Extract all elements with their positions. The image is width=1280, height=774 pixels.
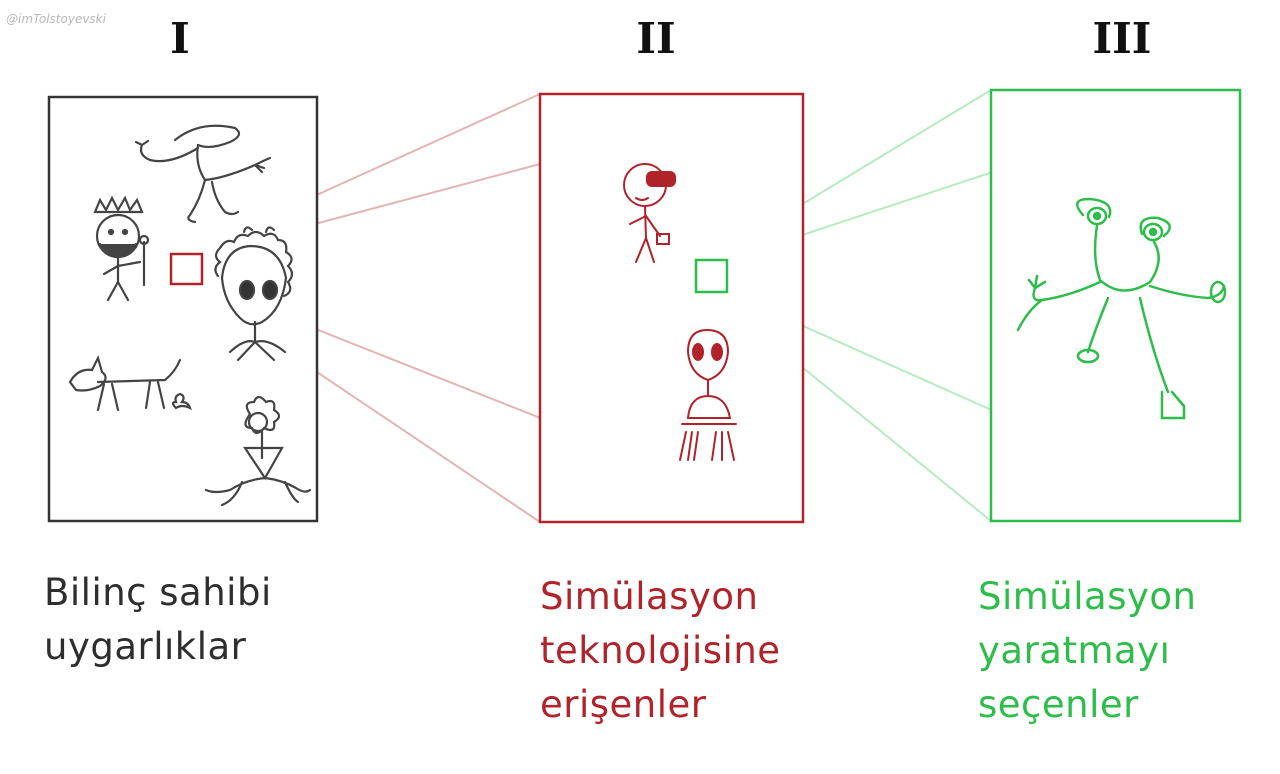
panel-3-doodles: [1016, 197, 1227, 420]
caption-simulation-technology: Simülasyon teknolojisine erişenler: [540, 570, 781, 732]
curly-alien-doodle: [214, 226, 294, 362]
caption-line: uygarlıklar: [44, 625, 247, 668]
flower-pot-doodle: [204, 395, 312, 507]
caption-conscious-civilizations: Bilinç sahibi uygarlıklar: [44, 566, 272, 674]
caption-line: Bilinç sahibi: [44, 571, 272, 614]
panel-3-frame: [989, 88, 1242, 523]
panel-1-zoom-square: [169, 252, 204, 286]
caption-chose-simulation: Simülasyon yaratmayı seçenler: [978, 570, 1196, 732]
panel-1-doodles: [68, 124, 312, 507]
king-doodle: [93, 195, 150, 302]
numeral-2: II: [636, 14, 676, 63]
alien-ship-doodle: [679, 328, 737, 461]
dog-doodle: [68, 354, 192, 412]
numeral-3: III: [1092, 14, 1152, 63]
panel-2-frame: [538, 92, 805, 524]
panel-2-doodles: [623, 163, 737, 461]
watermark-signature: @imTolstoyevski: [6, 12, 106, 26]
green-creature-doodle: [1016, 197, 1227, 420]
caption-line: Simülasyon: [978, 575, 1197, 618]
caption-line: yaratmayı: [978, 629, 1171, 672]
alien-creature-doodle: [134, 124, 272, 224]
caption-line: Simülasyon: [540, 575, 759, 618]
caption-line: teknolojisine: [540, 629, 781, 672]
vr-person-doodle: [623, 163, 676, 263]
caption-line: erişenler: [540, 683, 707, 726]
panel-2-zoom-square: [694, 258, 729, 294]
numeral-1: I: [170, 14, 190, 63]
panel-1-frame: [47, 95, 319, 523]
caption-line: seçenler: [978, 683, 1139, 726]
